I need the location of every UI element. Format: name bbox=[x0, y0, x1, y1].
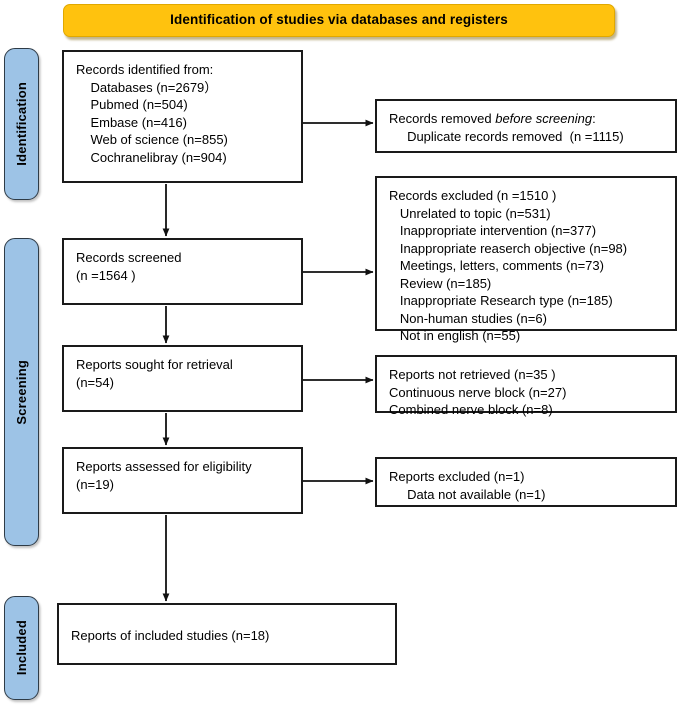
banner-title: Identification of studies via databases … bbox=[170, 12, 508, 28]
box-reports-included-text: Reports of included studies (n=18) bbox=[71, 628, 270, 643]
records-removed-colon: : bbox=[592, 111, 596, 126]
box-records-identified-text: Records identified from: Databases (n=26… bbox=[76, 62, 228, 165]
box-reports-excluded: Reports excluded (n=1) Data not availabl… bbox=[375, 457, 677, 507]
box-records-excluded-text: Records excluded (n =1510 ) Unrelated to… bbox=[389, 188, 628, 343]
box-records-screened: Records screened (n =1564 ) bbox=[62, 238, 303, 305]
records-removed-emphasis: before screening bbox=[495, 111, 593, 126]
box-records-screened-text: Records screened (n =1564 ) bbox=[76, 250, 182, 283]
box-reports-assessed-for-eligibility: Reports assessed for eligibility (n=19) bbox=[62, 447, 303, 514]
box-records-excluded: Records excluded (n =1510 ) Unrelated to… bbox=[375, 176, 677, 343]
box-reports-excluded-text: Reports excluded (n=1) Data not availabl… bbox=[389, 469, 546, 502]
box-reports-not-retrieved: Reports not retrieved (n=35 ) Continuous… bbox=[375, 355, 677, 417]
box-records-removed-before-screening: Records removed before screening: Duplic… bbox=[375, 99, 677, 153]
box-reports-sought-text: Reports sought for retrieval (n=54) bbox=[76, 357, 233, 390]
box-reports-sought-for-retrieval: Reports sought for retrieval (n=54) bbox=[62, 345, 303, 412]
banner-identification-header: Identification of studies via databases … bbox=[63, 4, 615, 37]
records-removed-prefix: Records removed bbox=[389, 111, 496, 126]
box-reports-of-included-studies: Reports of included studies (n=18) bbox=[57, 603, 397, 665]
box-records-removed-text: Records removed before screening: Duplic… bbox=[389, 110, 665, 145]
stage-bar-included: Included bbox=[4, 596, 39, 700]
box-records-identified: Records identified from: Databases (n=26… bbox=[62, 50, 303, 183]
stage-label-included: Included bbox=[14, 620, 29, 676]
stage-bar-screening: Screening bbox=[4, 238, 39, 546]
duplicate-records-removed: Duplicate records removed (n =1115) bbox=[389, 128, 624, 144]
stage-label-screening: Screening bbox=[14, 359, 29, 425]
stage-label-identification: Identification bbox=[14, 82, 29, 166]
box-reports-not-retrieved-text: Reports not retrieved (n=35 ) Continuous… bbox=[389, 367, 567, 417]
stage-bar-identification: Identification bbox=[4, 48, 39, 200]
box-reports-assessed-text: Reports assessed for eligibility (n=19) bbox=[76, 459, 252, 492]
